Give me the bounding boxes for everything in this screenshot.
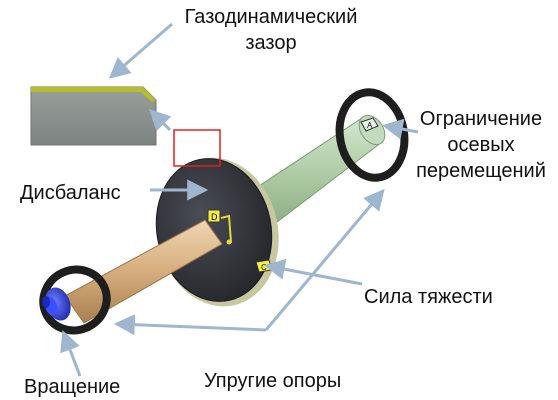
marker-imbalance: D [207,209,233,245]
imbalance-disk [155,157,279,307]
callout-arrows [60,22,419,377]
arrow-gas-gap [108,22,173,79]
arrow-support-left [113,314,267,336]
label-rotation: Вращение [24,376,121,398]
label-axial-limit: Ограничение осевых перемещений [404,106,558,184]
arrow-gas-gap-box [149,109,172,132]
label-gas-gap-line1: Газодинамический [184,6,358,28]
gas-gap-film [31,87,156,102]
label-axial-limit-line2: осевых [447,134,515,156]
left-support-ring [39,265,111,335]
label-gas-gap-line2: зазор [245,32,297,54]
arrow-rotation [60,330,82,377]
marker-axial: A [360,117,379,132]
rotation-drive [42,287,71,321]
label-axial-limit-line1: Ограничение [419,108,543,130]
label-elastic-supports: Упругие опоры [204,370,342,392]
marker-imbalance-text: D [211,212,218,222]
gas-gap-highlight-box [173,129,221,167]
arrow-axial-limit [381,118,419,140]
label-imbalance: Дисбаланс [20,182,121,204]
arrow-gravity [263,258,363,286]
marker-axial-text: A [367,121,373,130]
marker-gravity-text: C [261,263,267,272]
label-gravity: Сила тяжести [364,286,493,308]
label-axial-limit-line3: перемещений [416,160,546,182]
arrow-support-right [264,188,385,331]
label-gas-gap: Газодинамический зазор [166,4,376,56]
gas-gap-section [30,86,157,146]
